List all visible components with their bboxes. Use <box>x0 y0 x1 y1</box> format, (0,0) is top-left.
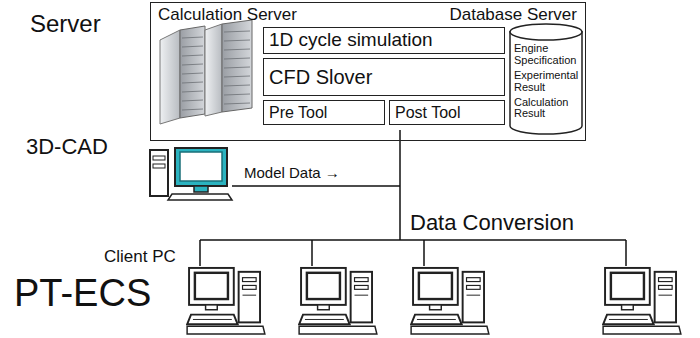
rack-slot <box>224 76 250 77</box>
rack-slot <box>182 37 203 38</box>
box-label: CFD Slover <box>269 66 372 88</box>
workstation-icon <box>150 148 232 200</box>
cylinder-body <box>510 31 582 134</box>
rack-slot <box>224 94 250 95</box>
monitor <box>175 148 227 186</box>
process-box: CFD Slover <box>263 58 505 96</box>
server-box: Calculation Server Database Server 1D cycl… <box>150 2 586 141</box>
rack-front <box>222 20 252 112</box>
monitor-stand <box>194 186 208 192</box>
drop-wire <box>199 240 201 266</box>
system-name: PT-ECS <box>14 272 151 316</box>
drive <box>153 156 165 160</box>
drop-wire <box>423 240 425 266</box>
drive <box>153 164 165 168</box>
box-label: Pre Tool <box>269 104 327 122</box>
client-pc-icon <box>411 268 489 334</box>
keyboard <box>168 194 232 200</box>
model-data-wire <box>232 185 400 187</box>
database-item: Experimental Result <box>514 70 580 94</box>
client-pc-icon <box>299 268 377 334</box>
rack-slot <box>182 46 203 47</box>
rack-slot <box>224 31 250 32</box>
screen <box>180 152 222 181</box>
rack-slot <box>224 67 250 68</box>
wire-label: Model Data → <box>244 164 340 181</box>
database-cylinder: Engine SpecificationExperimental ResultC… <box>509 23 583 135</box>
rack-slot <box>182 73 203 74</box>
trunk-wire <box>399 130 401 240</box>
rack-slot <box>224 103 250 104</box>
tool-box: Pre Tool <box>263 100 385 125</box>
rack-front <box>180 26 205 118</box>
rack-slots <box>182 31 250 110</box>
rack-side <box>205 24 222 116</box>
box-label: Post Tool <box>395 104 461 122</box>
wire-label: Data Conversion <box>410 210 574 235</box>
bus-wire <box>200 239 626 241</box>
rack-slot <box>224 40 250 41</box>
box-label: 1D cycle simulation <box>269 30 433 51</box>
tower <box>150 150 168 196</box>
database-item: Engine Specification <box>514 43 580 67</box>
rack-slot <box>182 100 203 101</box>
cylinder-top <box>510 24 582 40</box>
server-heading: Calculation Server <box>158 5 297 25</box>
rack-slot <box>182 82 203 83</box>
server-rack <box>160 20 252 124</box>
process-box: 1D cycle simulation <box>263 27 505 54</box>
rack-slot <box>182 91 203 92</box>
rack-slot <box>224 85 250 86</box>
rack-slot <box>182 64 203 65</box>
rack-side <box>160 30 180 124</box>
client-pc-icon <box>603 268 681 334</box>
database-item: Calculation Result <box>514 97 580 121</box>
drop-wire <box>625 240 627 266</box>
section-label: 3D-CAD <box>26 134 108 159</box>
rack-slot <box>182 109 203 110</box>
network-wire <box>200 130 626 266</box>
client-pc-icon <box>187 268 265 334</box>
section-label: Client PC <box>104 247 176 267</box>
section-label: Server <box>30 10 101 38</box>
tool-box: Post Tool <box>389 100 505 125</box>
server-heading: Database Server <box>449 5 577 25</box>
rack-slot <box>182 55 203 56</box>
rack-slot <box>224 58 250 59</box>
drop-wire <box>311 240 313 266</box>
rack-slot <box>224 49 250 50</box>
